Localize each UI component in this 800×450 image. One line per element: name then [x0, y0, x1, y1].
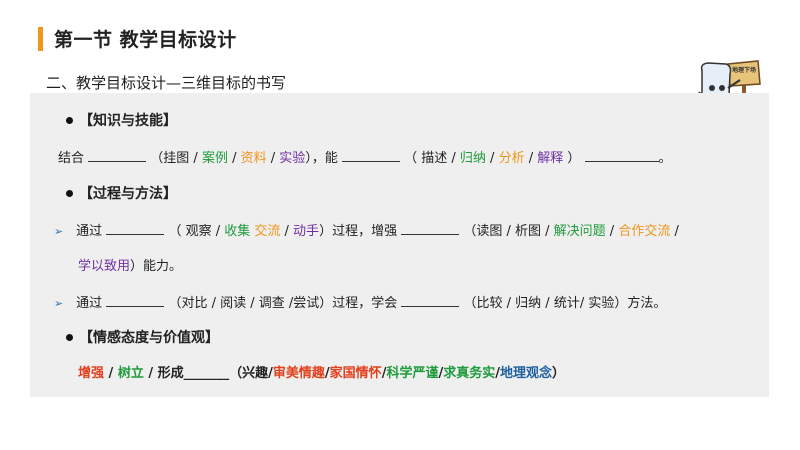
- blank-2: [341, 149, 400, 162]
- blank-4: [106, 222, 165, 235]
- bullet-icon: [66, 189, 73, 197]
- knowledge-line: 结合 （挂图 / 案例 / 资料 / 实验），能 （ 描述 / 归纳 / 分析 …: [58, 149, 672, 166]
- blank-1: [88, 149, 147, 162]
- section-subtitle: 二、教学目标设计—三维目标的书写: [46, 74, 287, 92]
- section-process-heading: 【过程与方法】: [66, 183, 177, 203]
- slide-title: 第一节 教学目标设计: [54, 29, 237, 51]
- process-line-a-cont: 学以致用）能力。: [78, 259, 183, 274]
- bullet-icon: [66, 333, 73, 341]
- section-knowledge-heading: 【知识与技能】: [66, 110, 177, 130]
- bullet-icon: [66, 116, 73, 124]
- blank-3: [584, 149, 659, 162]
- process-line-b: ➢ 通过 （对比 / 阅读 / 调查 /尝试）过程，学会 （比较 / 归纳 / …: [54, 294, 667, 311]
- process-line-a: ➢ 通过 （ 观察 / 收集 交流 / 动手）过程，增强 （读图 / 析图 / …: [54, 222, 679, 239]
- mascot-sign-text: 地理下场: [732, 66, 756, 74]
- attitude-line: 增强 / 树立 / 形成_______（兴趣/审美情趣/家国情怀/科学严谨/求真…: [78, 366, 565, 381]
- blank-6: [106, 294, 165, 307]
- arrow-bullet-icon: ➢: [54, 225, 64, 238]
- arrow-bullet-icon: ➢: [54, 297, 64, 310]
- section-attitude-heading: 【情感态度与价值观】: [66, 327, 219, 347]
- title-accent-bar: [38, 27, 43, 51]
- blank-7: [401, 294, 460, 307]
- content-panel: 【知识与技能】 结合 （挂图 / 案例 / 资料 / 实验），能 （ 描述 / …: [30, 93, 769, 397]
- blank-5: [401, 222, 460, 235]
